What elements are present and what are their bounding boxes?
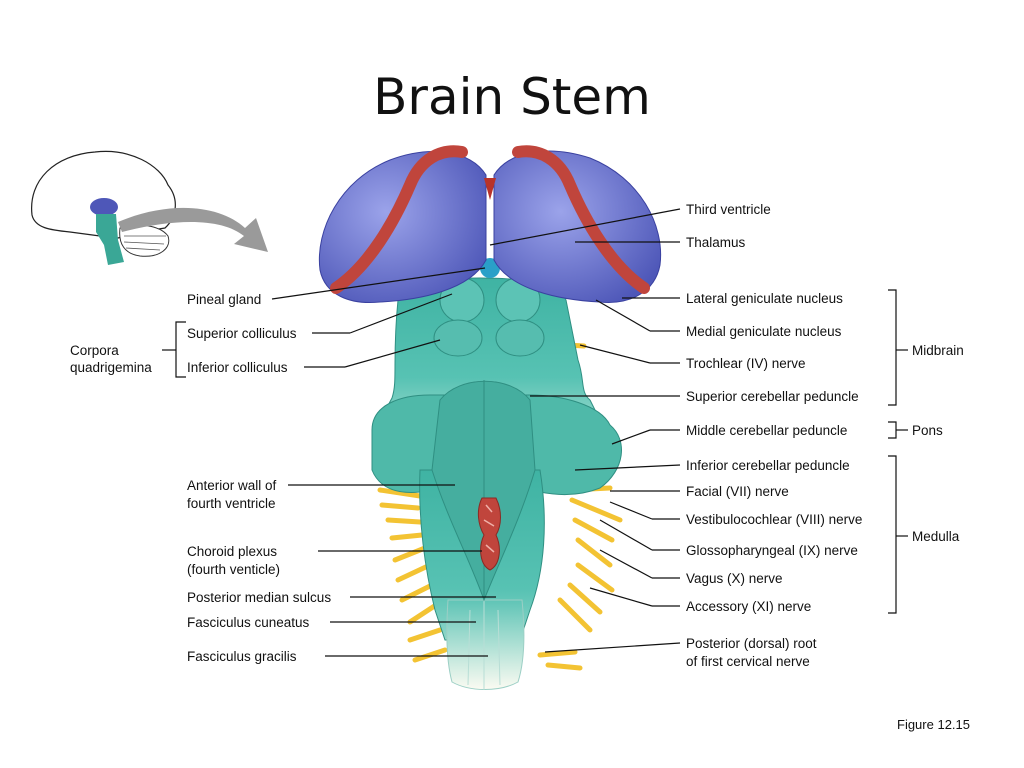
label-anterior-wall-2: fourth ventricle — [187, 496, 276, 511]
stria-left — [330, 145, 468, 294]
label-posterior-median-sulcus: Posterior median sulcus — [187, 590, 331, 605]
label-inferior-colliculus: Inferior colliculus — [187, 360, 288, 375]
label-middle-peduncle: Middle cerebellar peduncle — [686, 423, 847, 438]
inferior-colliculus-left — [433, 319, 483, 357]
label-inferior-peduncle: Inferior cerebellar peduncle — [686, 458, 850, 473]
slide-title: Brain Stem — [373, 68, 651, 126]
label-superior-peduncle: Superior cerebellar peduncle — [686, 389, 859, 404]
label-midbrain: Midbrain — [912, 343, 964, 358]
label-lateral-geniculate: Lateral geniculate nucleus — [686, 291, 843, 306]
label-pineal-gland: Pineal gland — [187, 292, 261, 307]
label-vagus: Vagus (X) nerve — [686, 571, 783, 586]
figure-caption: Figure 12.15 — [897, 717, 970, 732]
choroid-plexus — [477, 497, 501, 571]
stria-right — [512, 145, 650, 294]
thalamus-thumbnail — [90, 198, 118, 216]
label-anterior-wall-1: Anterior wall of — [187, 478, 277, 493]
leader-lines — [162, 208, 908, 657]
thalamus — [318, 145, 662, 304]
label-accessory: Accessory (XI) nerve — [686, 599, 811, 614]
brainstem-thumbnail — [96, 214, 124, 265]
label-medial-geniculate: Medial geniculate nucleus — [686, 324, 842, 339]
label-trochlear: Trochlear (IV) nerve — [686, 356, 806, 371]
label-corpora-2: quadrigemina — [70, 360, 152, 375]
label-pons: Pons — [912, 423, 943, 438]
label-superior-colliculus: Superior colliculus — [187, 326, 297, 341]
arrow-icon — [118, 207, 268, 252]
pineal-gland — [480, 258, 500, 278]
left-labels: Pineal gland Superior colliculus Inferio… — [70, 292, 331, 664]
label-glossopharyngeal: Glossopharyngeal (IX) nerve — [686, 543, 858, 558]
label-medulla: Medulla — [912, 529, 960, 544]
brain-thumbnail — [31, 150, 268, 265]
label-fasciculus-gracilis: Fasciculus gracilis — [187, 649, 297, 664]
spinal-tail — [446, 599, 525, 690]
label-vestibulocochlear: Vestibulocochlear (VIII) nerve — [686, 512, 862, 527]
label-thalamus: Thalamus — [686, 235, 746, 250]
label-third-ventricle: Third ventricle — [686, 202, 771, 217]
label-choroid-2: (fourth venticle) — [187, 562, 280, 577]
label-fasciculus-cuneatus: Fasciculus cuneatus — [187, 615, 310, 630]
label-choroid-1: Choroid plexus — [187, 544, 277, 559]
inferior-colliculus-right — [495, 319, 545, 357]
label-facial: Facial (VII) nerve — [686, 484, 789, 499]
label-posterior-root-2: of first cervical nerve — [686, 654, 810, 669]
label-posterior-root-1: Posterior (dorsal) root — [686, 636, 817, 651]
label-corpora-1: Corpora — [70, 343, 119, 358]
right-labels: Third ventricle Thalamus Lateral genicul… — [686, 202, 964, 669]
